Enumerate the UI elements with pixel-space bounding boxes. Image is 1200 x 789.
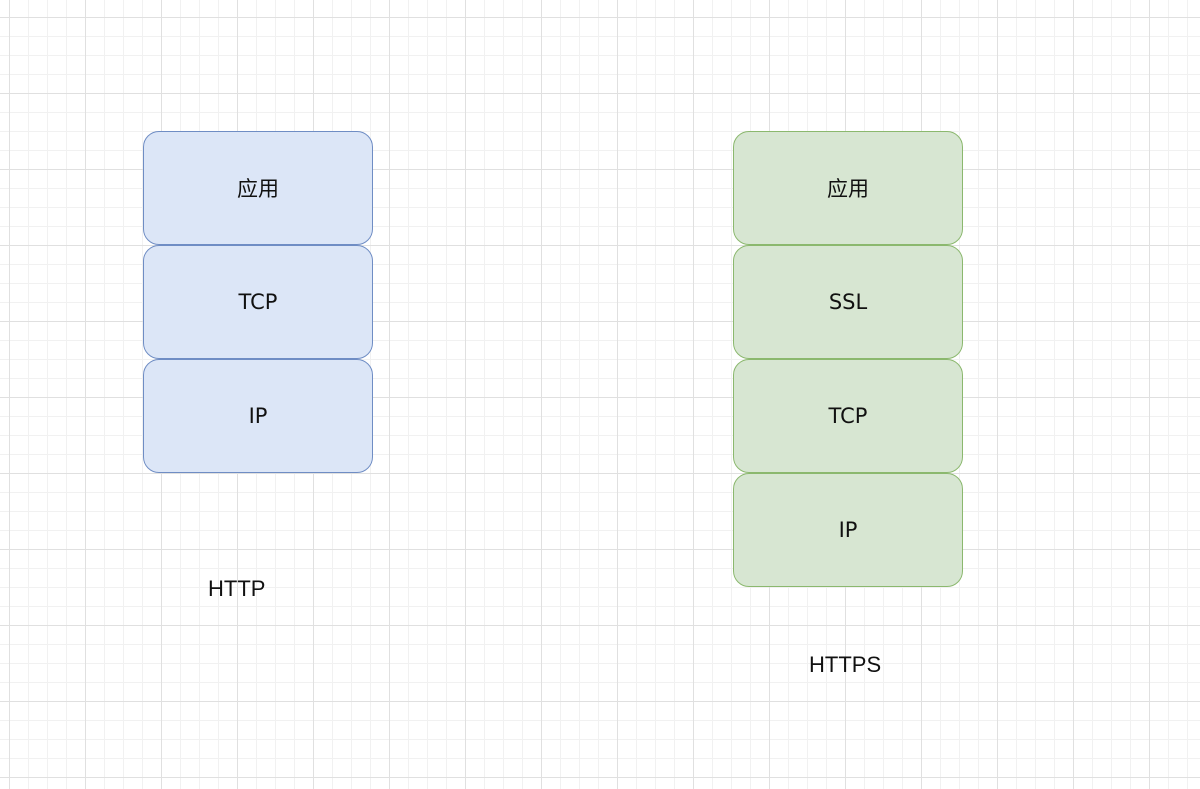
https-layer-ip[interactable]: IP bbox=[733, 473, 963, 587]
http-layer-ip[interactable]: IP bbox=[143, 359, 373, 473]
https-layer-ssl[interactable]: SSL bbox=[733, 245, 963, 359]
https-caption[interactable]: HTTPS bbox=[809, 652, 882, 677]
http-layer-tcp[interactable]: TCP bbox=[143, 245, 373, 359]
http-caption[interactable]: HTTP bbox=[208, 576, 266, 601]
https-layer-application[interactable]: 应用 bbox=[733, 131, 963, 245]
http-stack: 应用 TCP IP bbox=[143, 131, 373, 473]
http-layer-application[interactable]: 应用 bbox=[143, 131, 373, 245]
https-layer-tcp[interactable]: TCP bbox=[733, 359, 963, 473]
https-stack: 应用 SSL TCP IP bbox=[733, 131, 963, 587]
